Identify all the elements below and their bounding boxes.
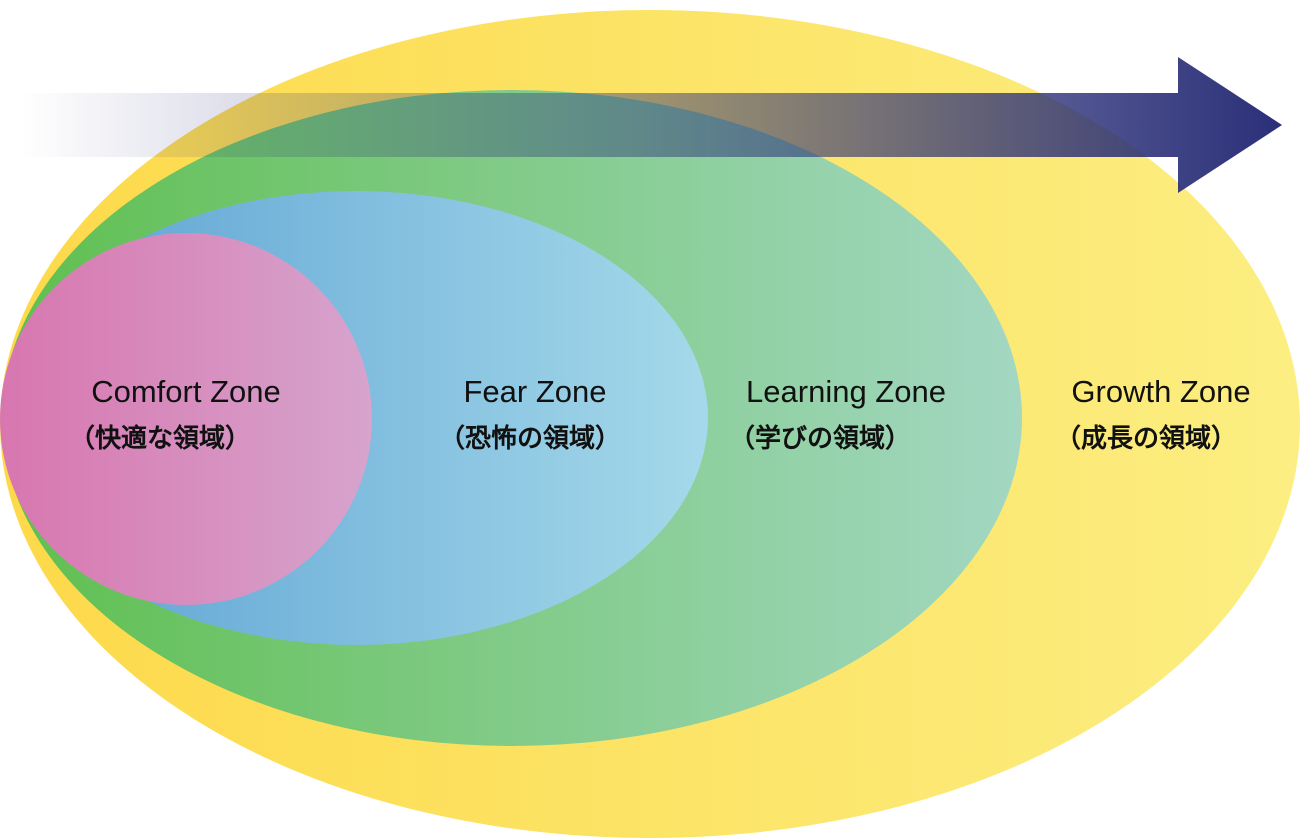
comfort-zone-title: Comfort Zone [91, 374, 281, 409]
learning-zone-label: Learning Zone （学びの領域） [729, 374, 946, 454]
fear-zone-label: Fear Zone （恐怖の領域） [439, 374, 621, 454]
progress-arrow-icon [20, 57, 1282, 193]
comfort-zone-label: Comfort Zone （快適な領域） [69, 374, 281, 454]
fear-zone-title: Fear Zone [463, 374, 606, 409]
learning-zone-subtitle: （学びの領域） [729, 423, 911, 454]
growth-zone-title: Growth Zone [1071, 374, 1250, 409]
growth-zone-label: Growth Zone （成長の領域） [1055, 374, 1251, 454]
fear-zone-subtitle: （恐怖の領域） [439, 423, 621, 454]
growth-zone-subtitle: （成長の領域） [1055, 423, 1237, 454]
learning-zone-title: Learning Zone [746, 374, 946, 409]
comfort-zone-ellipse [0, 233, 372, 605]
comfort-zone-subtitle: （快適な領域） [69, 423, 251, 454]
